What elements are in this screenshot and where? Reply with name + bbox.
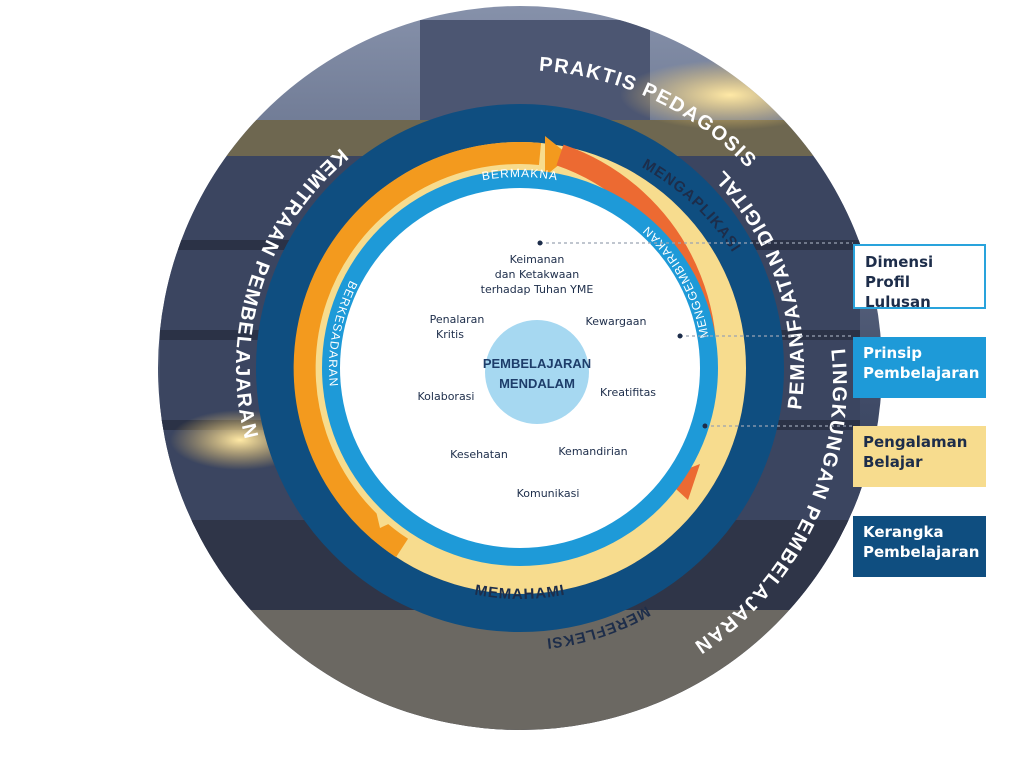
dimension-kolaborasi: Kolaborasi — [418, 390, 475, 403]
legend-line: Dimensi — [865, 253, 934, 271]
experience-label-memahami: MEMAHAMI — [473, 582, 566, 603]
leader-dot-prinsip — [677, 333, 683, 339]
center-circle — [485, 320, 589, 424]
dimension-penalaran-1: Penalaran — [430, 313, 485, 326]
legend-prinsip-pembelajaran: Prinsip Pembelajaran — [853, 337, 986, 398]
leader-dot-pengalaman — [702, 423, 708, 429]
dimension-komunikasi: Komunikasi — [517, 487, 580, 500]
legend-line: Kerangka — [863, 523, 944, 541]
legend-line: Belajar — [863, 453, 923, 471]
principle-label-bermakna: BERMAKNA — [481, 166, 560, 183]
dimension-penalaran-2: Kritis — [436, 328, 464, 341]
arrow-orange-head — [545, 136, 570, 176]
dimension-kesehatan: Kesehatan — [450, 448, 508, 461]
legend-kerangka-pembelajaran: Kerangka Pembelajaran — [853, 516, 986, 577]
legend-line: Pembelajaran — [863, 364, 980, 382]
legend-line: Pembelajaran — [863, 543, 980, 561]
dimension-keimanan-3: terhadap Tuhan YME — [481, 283, 594, 296]
leader-dot-dimensi — [537, 240, 543, 246]
legend-dimensi-profil-lulusan: Dimensi Profil Lulusan — [853, 244, 986, 311]
arrow-red-head — [664, 464, 700, 500]
dimension-kewargaan: Kewargaan — [586, 315, 647, 328]
arrow-orange-arc — [293, 142, 542, 558]
legend-line: Profil Lulusan — [865, 273, 931, 311]
dimension-kreatifitas: Kreatifitas — [600, 386, 656, 399]
dimension-keimanan-1: Keimanan — [510, 253, 565, 266]
legend-line: Prinsip — [863, 344, 923, 362]
dimension-keimanan-2: dan Ketakwaan — [495, 268, 580, 281]
outer-ring — [256, 104, 784, 632]
legend-pengalaman-belajar: Pengalaman Belajar — [853, 426, 986, 487]
legend-line: Pengalaman — [863, 433, 968, 451]
center-label-line1: PEMBELAJARAN — [483, 356, 591, 371]
dimension-kemandirian: Kemandirian — [558, 445, 627, 458]
center-label-line2: MENDALAM — [499, 376, 575, 391]
